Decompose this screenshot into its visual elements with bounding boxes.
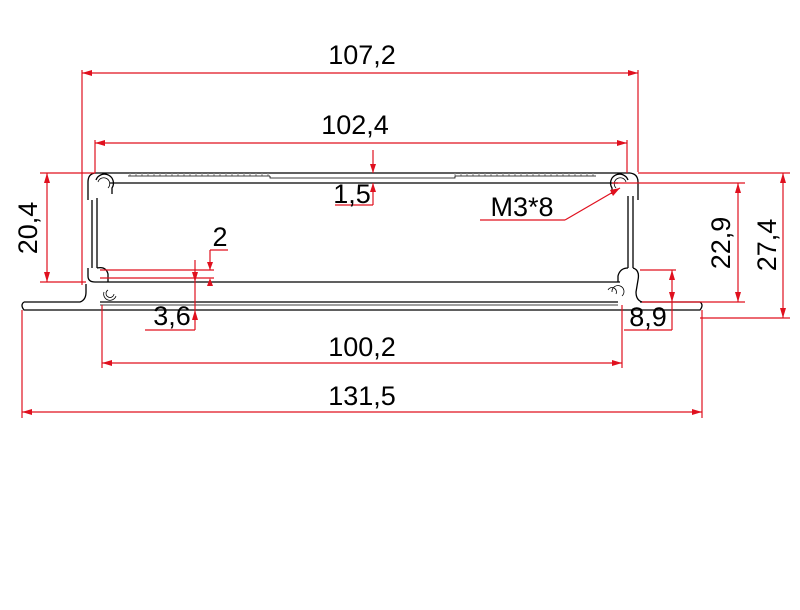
dim-slot-offset: 2 xyxy=(212,222,227,252)
dim-top-wall-thickness: 1,5 xyxy=(333,179,371,209)
dimension-labels: 107,2 102,4 1,5 M3*8 20,4 2 3,6 22,9 27,… xyxy=(13,40,782,411)
dim-inner-bottom-width: 100,2 xyxy=(328,332,396,362)
dim-inner-top-width: 102,4 xyxy=(321,110,389,140)
dim-overall-top-width: 107,2 xyxy=(328,40,396,70)
dim-flange-step: 3,6 xyxy=(153,301,191,331)
dim-screw-callout: M3*8 xyxy=(490,192,553,222)
dim-left-height: 20,4 xyxy=(13,202,43,255)
dimension-lines xyxy=(21,70,790,418)
dim-right-flange-step: 8,9 xyxy=(629,302,667,332)
dim-overall-bottom-width: 131,5 xyxy=(328,381,396,411)
dim-right-total-height: 27,4 xyxy=(752,219,782,272)
dim-right-inner-height: 22,9 xyxy=(706,217,736,270)
